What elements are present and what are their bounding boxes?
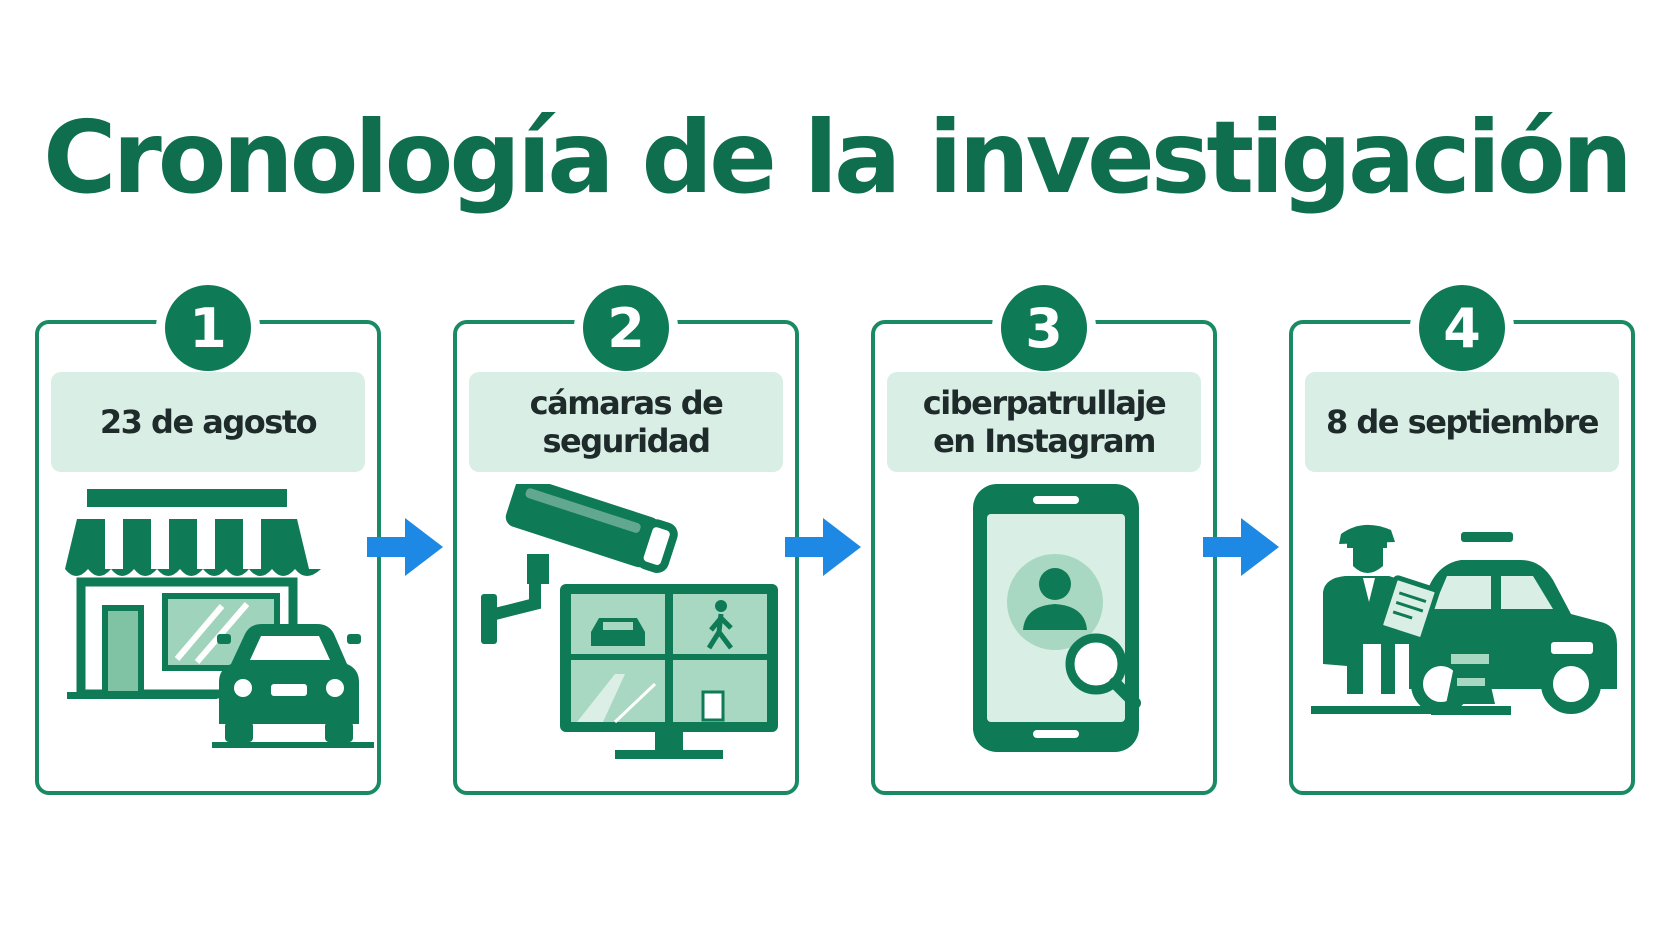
page-title: Cronología de la investigación xyxy=(43,99,1633,216)
step-label-box: cámaras de seguridad xyxy=(469,372,783,472)
step-label: 8 de septiembre xyxy=(1325,403,1600,441)
arrow-right-icon xyxy=(785,518,861,576)
storefront-with-car-icon xyxy=(65,489,374,748)
step-number-badge: 1 xyxy=(156,276,260,380)
step-card-3: 3 ciberpatrullaje en Instagram xyxy=(871,276,1217,795)
step-number-badge: 4 xyxy=(1410,276,1514,380)
step-label-box: ciberpatrullaje en Instagram xyxy=(887,372,1201,472)
step-card-4: 4 8 de septiembre xyxy=(1289,276,1635,795)
step-card-1: 1 23 de agosto xyxy=(35,276,381,795)
security-camera-monitor-icon xyxy=(481,484,778,759)
step-label: cámaras de seguridad xyxy=(529,384,724,460)
step-label: ciberpatrullaje en Instagram xyxy=(922,384,1167,460)
smartphone-profile-search-icon xyxy=(973,484,1141,752)
arrow-right-icon xyxy=(1203,518,1279,576)
police-officer-car-icon xyxy=(1311,524,1617,715)
arrow-right-icon xyxy=(367,518,443,576)
step-label-box: 8 de septiembre xyxy=(1305,372,1619,472)
step-number-badge: 3 xyxy=(992,276,1096,380)
step-label: 23 de agosto xyxy=(99,403,318,441)
step-label-box: 23 de agosto xyxy=(51,372,365,472)
step-card-2: 2 cámaras de seguridad xyxy=(453,276,799,795)
step-number-badge: 2 xyxy=(574,276,678,380)
